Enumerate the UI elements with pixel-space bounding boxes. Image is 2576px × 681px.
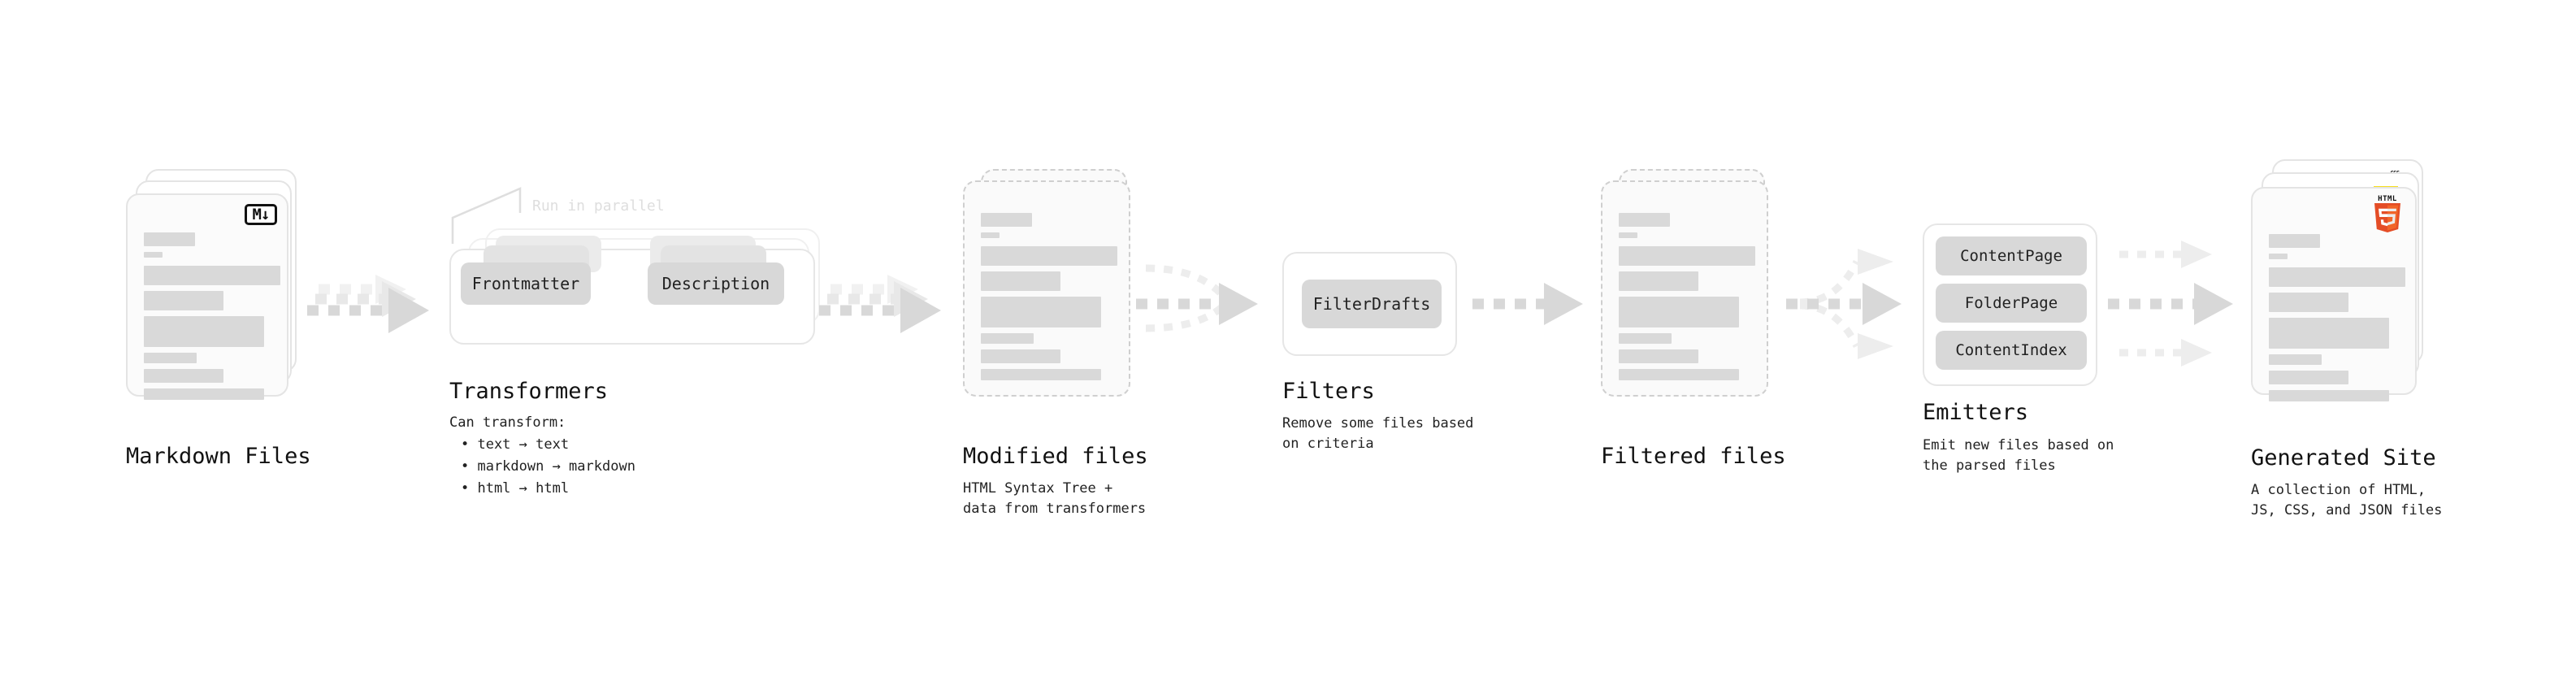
- run-in-parallel-label: Run in parallel: [532, 197, 665, 215]
- generated-site-stack: CSS HTML: [2251, 159, 2438, 411]
- arrow-markdown-to-transformers: [307, 275, 429, 333]
- filtered-files-title: Filtered files: [1601, 444, 1786, 469]
- transformers-bullet-0: • text → text: [461, 436, 570, 453]
- emitters-title: Emitters: [1923, 400, 2029, 425]
- filtered-files-stack: [1601, 169, 1780, 413]
- folderpage-chip[interactable]: FolderPage: [1936, 284, 2087, 323]
- filtered-card-front: [1601, 180, 1768, 397]
- arrow-filters-to-filtered: [1472, 283, 1583, 325]
- modified-files-title: Modified files: [963, 444, 1148, 469]
- filters-box: FilterDrafts: [1282, 252, 1457, 356]
- contentindex-chip[interactable]: ContentIndex: [1936, 331, 2087, 370]
- transformers-title: Transformers: [449, 379, 609, 404]
- filters-title: Filters: [1282, 379, 1375, 404]
- arrow-filtered-to-emitters: [1786, 249, 1902, 359]
- frontmatter-chip[interactable]: Frontmatter: [461, 262, 591, 305]
- markdown-badge-icon: M↓: [245, 204, 277, 225]
- site-card-html: HTML: [2251, 187, 2417, 401]
- filters-subtitle: Remove some files based on criteria: [1282, 415, 1474, 452]
- emitters-subtitle: Emit new files based on the parsed files: [1923, 437, 2114, 474]
- transformers-bullet-1: • markdown → markdown: [461, 458, 635, 475]
- filterdrafts-chip[interactable]: FilterDrafts: [1302, 280, 1442, 328]
- emitters-box: ContentPage FolderPage ContentIndex: [1923, 223, 2097, 386]
- html5-logo-label: HTML: [2378, 195, 2397, 203]
- markdown-card-front: M↓: [126, 193, 288, 400]
- generated-site-subtitle: A collection of HTML, JS, CSS, and JSON …: [2251, 482, 2443, 518]
- modified-card-front: [963, 180, 1130, 397]
- modified-files-subtitle: HTML Syntax Tree + data from transformer…: [963, 480, 1147, 517]
- generated-site-title: Generated Site: [2251, 445, 2436, 471]
- modified-files-stack: [963, 169, 1142, 413]
- markdown-files-stack: M↓: [126, 169, 305, 413]
- arrow-emitters-to-site: [2108, 241, 2233, 367]
- description-chip[interactable]: Description: [648, 262, 784, 305]
- html5-logo-icon: HTML: [2371, 195, 2404, 232]
- arrow-transformers-to-modified: [819, 275, 941, 333]
- transformers-bullet-2: • html → html: [461, 480, 570, 497]
- transformers-box-front: Frontmatter Description: [449, 236, 815, 345]
- markdown-files-title: Markdown Files: [126, 444, 311, 469]
- transformers-subtitle: Can transform:: [449, 414, 566, 431]
- arrow-modified-to-filters: [1136, 264, 1258, 332]
- contentpage-chip[interactable]: ContentPage: [1936, 236, 2087, 275]
